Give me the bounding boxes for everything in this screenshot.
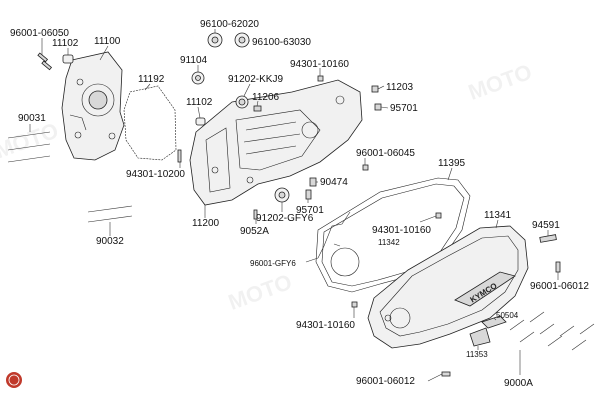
part-labels: 96001-06050 11100 11102 96100-62020 9110…: [10, 19, 589, 389]
label-11395: 11395: [438, 158, 466, 169]
cover-bolt-96001-06012-bottom: [441, 371, 451, 377]
drive-cover-11341: KYMCO: [367, 225, 529, 349]
label-96001-06012-right: 96001-06012: [530, 281, 589, 292]
label-94301-10160-top: 94301-10160: [290, 59, 349, 70]
bolt-94301-10160-lower: [351, 301, 358, 308]
bolt-94301-10160-top: [317, 75, 324, 82]
label-90474: 90474: [320, 177, 348, 188]
label-90031: 90031: [18, 113, 46, 124]
leader-lines: [29, 29, 559, 382]
bolt-95701-lower: [305, 189, 312, 200]
washer-90474: [309, 177, 317, 187]
label-94301-10200: 94301-10200: [126, 169, 185, 180]
part-94591: [539, 234, 557, 243]
cover-bolt-96001-06012-right: [555, 261, 561, 273]
label-96100-63030: 96100-63030: [252, 37, 311, 48]
crankcase-left-half: [61, 51, 125, 161]
label-96001-06045: 96001-06045: [356, 148, 415, 159]
label-11102-mid: 11102: [186, 97, 213, 108]
bolt-94301-10160-mid: [435, 212, 442, 219]
plug-11203: [371, 85, 379, 93]
svg-text:MOTO: MOTO: [0, 118, 62, 164]
label-11100: 11100: [94, 36, 121, 47]
label-91202-gfy6: 91202-GFY6: [256, 213, 314, 224]
label-50504: 50504: [496, 311, 519, 320]
cover-bolts-9000a: [509, 311, 595, 351]
label-95701-upper: 95701: [390, 103, 418, 114]
studs-90032: [87, 205, 133, 223]
label-91202-kkj9: 91202-KKJ9: [228, 74, 283, 85]
studs-90031: [7, 131, 51, 163]
label-11203: 11203: [386, 82, 414, 93]
label-96100-62020: 96100-62020: [200, 19, 259, 30]
dowel-11102-top: [62, 54, 74, 64]
label-11192: 11192: [138, 74, 165, 85]
bearing-96100-63030: [234, 32, 250, 48]
seal-91202-gfy6: [274, 187, 290, 203]
label-11341: 11341: [484, 210, 512, 221]
label-96001-06012-bottom: 96001-06012: [356, 376, 415, 387]
svg-text:MOTO: MOTO: [225, 269, 295, 315]
label-94301-10160-lower: 94301-10160: [296, 320, 355, 331]
bolt-96001-06050: [37, 52, 53, 71]
label-11206: 11206: [252, 92, 280, 103]
label-94301-10160-mid: 94301-10160: [372, 225, 431, 236]
seal-91202-kkj9: [235, 95, 249, 109]
label-95701-lower: 95701: [296, 205, 324, 216]
bolt-95701-upper: [374, 103, 382, 111]
bearing-96100-62020: [207, 32, 223, 48]
bolt-96001-06045: [362, 164, 369, 171]
gasket-11192: [123, 85, 177, 161]
label-9052a: 9052A: [240, 226, 269, 237]
crankcase-right-half: [189, 79, 363, 206]
label-11342: 11342: [378, 238, 400, 247]
label-90032: 90032: [96, 236, 124, 247]
label-96001-06050: 96001-06050: [10, 28, 69, 39]
clip-11206: [253, 105, 262, 112]
label-91104: 91104: [180, 55, 208, 66]
label-11353: 11353: [466, 350, 488, 359]
label-96001-gfy6: 96001-GFY6: [250, 259, 296, 268]
dowel-11102-mid: [195, 117, 206, 126]
label-94591: 94591: [532, 220, 560, 231]
label-9000a: 9000A: [504, 378, 533, 389]
screw-9052a: [253, 209, 258, 220]
hose-11342: [317, 211, 351, 259]
svg-text:MOTO: MOTO: [465, 59, 535, 105]
seal-91104: [191, 71, 205, 85]
part-11353: [469, 327, 491, 347]
bolt-94301-10200: [177, 149, 182, 163]
seal-logo-icon: [6, 372, 22, 388]
label-11102-top: 11102: [52, 38, 79, 49]
label-11200: 11200: [192, 218, 220, 229]
